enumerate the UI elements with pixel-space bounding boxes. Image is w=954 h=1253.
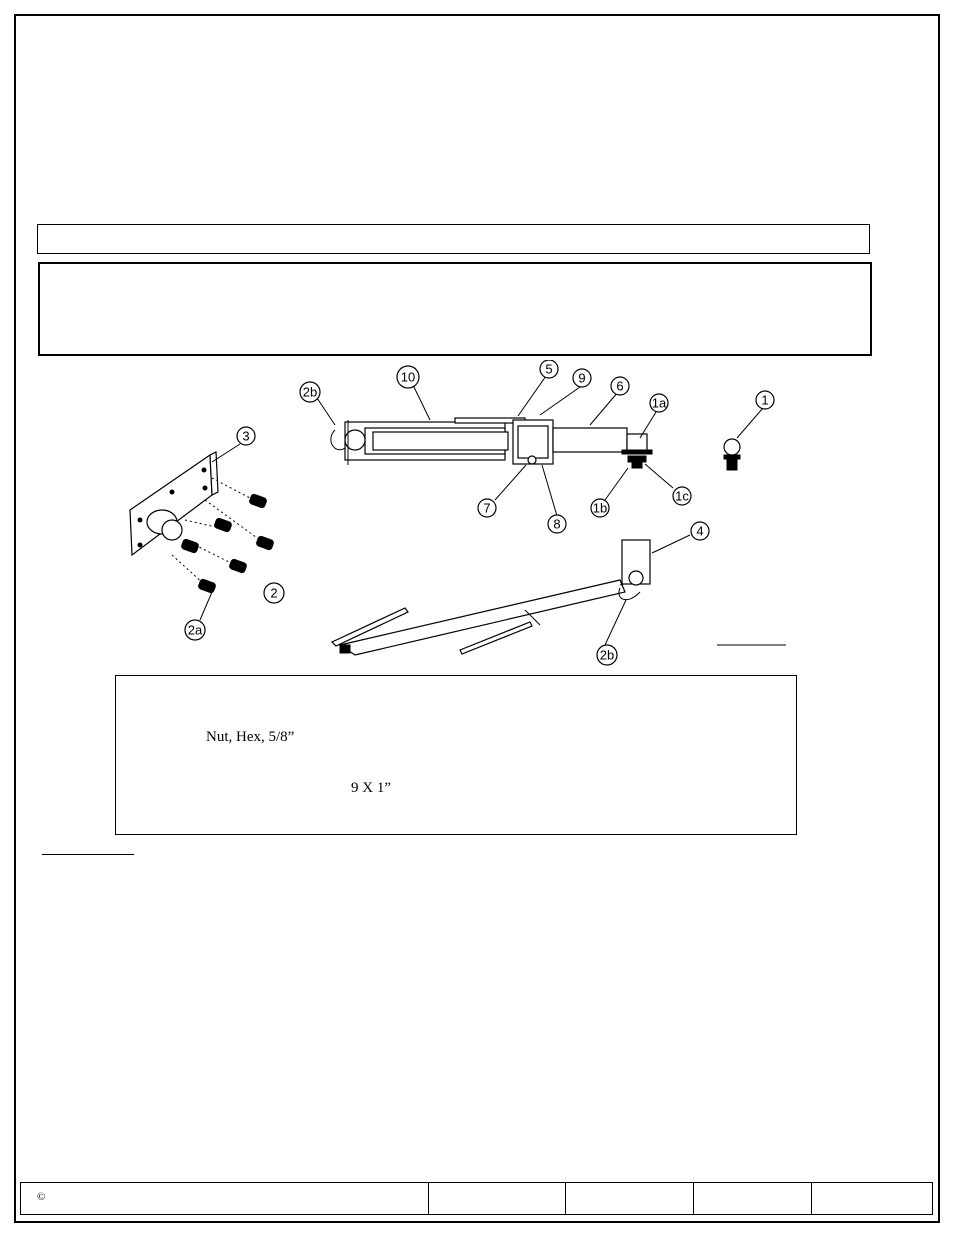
- footer-cell-2: [429, 1183, 566, 1214]
- svg-text:1a: 1a: [652, 396, 667, 411]
- svg-text:4: 4: [696, 524, 703, 539]
- callout-5: 5: [539, 360, 559, 379]
- svg-text:10: 10: [401, 370, 415, 385]
- svg-text:1b: 1b: [593, 501, 607, 516]
- hitch-ball: [723, 438, 741, 471]
- section-underline: [42, 854, 134, 855]
- footer-cell-copyright: ©: [21, 1183, 429, 1214]
- callout-6: 6: [610, 376, 630, 396]
- parts-list-box: Nut, Hex, 5/8” 9 X 1”: [115, 675, 797, 835]
- svg-text:1: 1: [761, 393, 768, 408]
- svg-text:7: 7: [483, 501, 490, 516]
- callout-9: 9: [572, 368, 592, 388]
- footer-cell-3: [566, 1183, 694, 1214]
- callout-2a: 2a: [184, 619, 206, 641]
- parts-line-nut: Nut, Hex, 5/8”: [206, 729, 295, 745]
- callout-1c: 1c: [672, 486, 692, 506]
- footer-cell-4: [694, 1183, 812, 1214]
- svg-text:2b: 2b: [600, 648, 614, 663]
- callout-1: 1: [755, 390, 775, 410]
- callout-7: 7: [477, 498, 497, 518]
- bolts: [171, 477, 274, 594]
- callout-10: 10: [396, 365, 420, 389]
- svg-text:6: 6: [616, 379, 623, 394]
- svg-text:9: 9: [578, 371, 585, 386]
- callout-4: 4: [690, 521, 710, 541]
- callout-2: 2: [263, 582, 285, 604]
- callout-2b-lower: 2b: [596, 644, 618, 666]
- warning-box: [38, 262, 872, 356]
- svg-text:1c: 1c: [675, 489, 689, 504]
- svg-text:8: 8: [553, 517, 560, 532]
- page-frame: [14, 14, 940, 1223]
- footer-cell-5: [812, 1183, 932, 1214]
- mounting-plate: [129, 451, 219, 557]
- footer-table: ©: [20, 1182, 933, 1215]
- svg-text:2: 2: [270, 586, 277, 601]
- callout-8: 8: [547, 514, 567, 534]
- svg-text:3: 3: [242, 429, 249, 444]
- parts-line-size: 9 X 1”: [351, 780, 391, 796]
- svg-text:2b: 2b: [303, 385, 317, 400]
- exploded-parts-diagram: 1 1a 1b 1c 2 2a 2b 3 4 5 6 7 8 9 10 2b: [129, 360, 786, 666]
- title-bar: [37, 224, 870, 254]
- callout-1a: 1a: [649, 393, 669, 413]
- callout-3: 3: [236, 426, 256, 446]
- callout-2b: 2b: [299, 381, 321, 403]
- svg-text:2a: 2a: [188, 623, 203, 638]
- leader-lines: [199, 375, 786, 646]
- svg-text:5: 5: [545, 362, 552, 377]
- copyright-symbol: ©: [37, 1191, 46, 1203]
- spring-bar-assembly: [330, 417, 653, 469]
- lower-bar-assembly: [330, 539, 651, 656]
- callout-1b: 1b: [590, 498, 610, 518]
